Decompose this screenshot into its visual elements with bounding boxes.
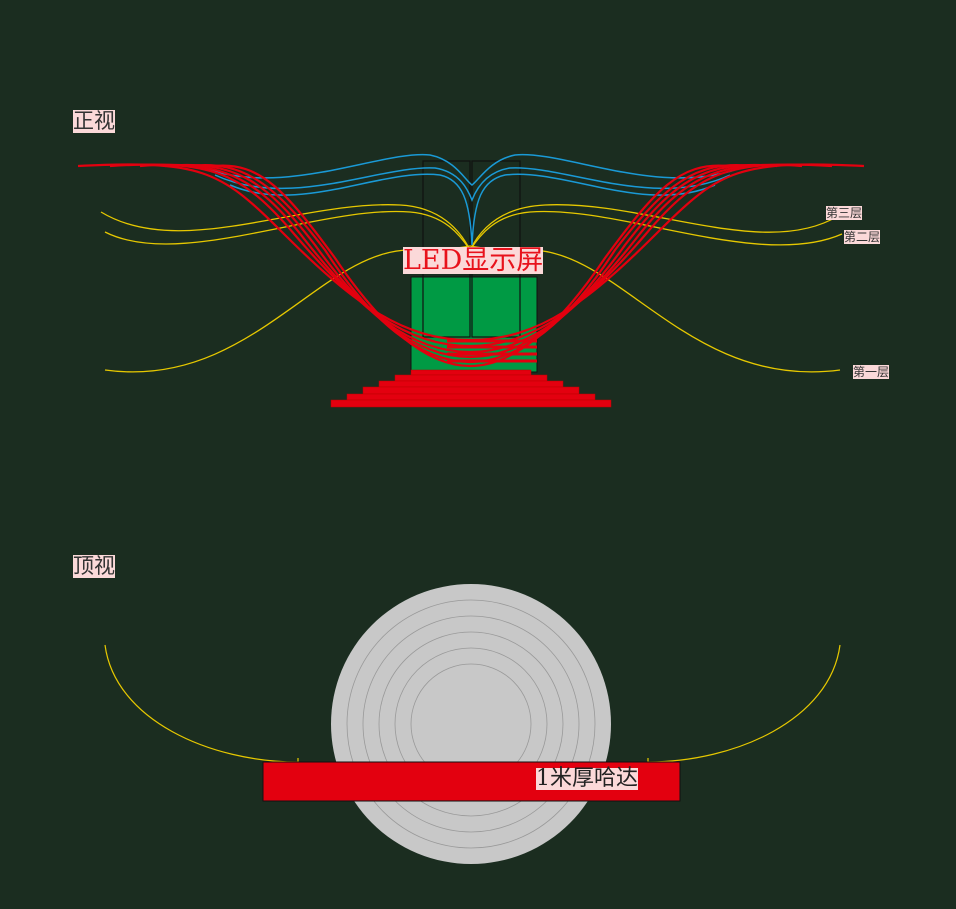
layer-2-label: 第二层 — [844, 230, 881, 244]
led-screen-label: LED显示屏 — [403, 245, 544, 276]
front-view-title-text: 正视 — [73, 109, 115, 133]
top-view-title: 顶视 — [73, 555, 115, 578]
top-view — [104, 584, 841, 864]
layer-3-label: 第三层 — [826, 206, 863, 220]
stage-circle — [331, 584, 611, 864]
yellow-arcs — [104, 644, 841, 763]
layer-3-text: 第三层 — [826, 206, 863, 220]
layer-1-text: 第一层 — [853, 365, 890, 379]
layer-2-text: 第二层 — [844, 230, 881, 244]
led-screen-label-text: LED显示屏 — [403, 245, 544, 276]
front-view — [77, 153, 865, 408]
stairs — [330, 369, 612, 408]
blue-layer-curves — [199, 153, 746, 246]
hada-label-text: 1米厚哈达 — [536, 766, 638, 791]
hada-label: 1米厚哈达 — [536, 768, 638, 790]
front-view-title: 正视 — [73, 110, 115, 133]
red-hada-curves — [77, 163, 865, 368]
layer-1-label: 第一层 — [853, 365, 890, 379]
top-view-title-text: 顶视 — [73, 554, 115, 578]
